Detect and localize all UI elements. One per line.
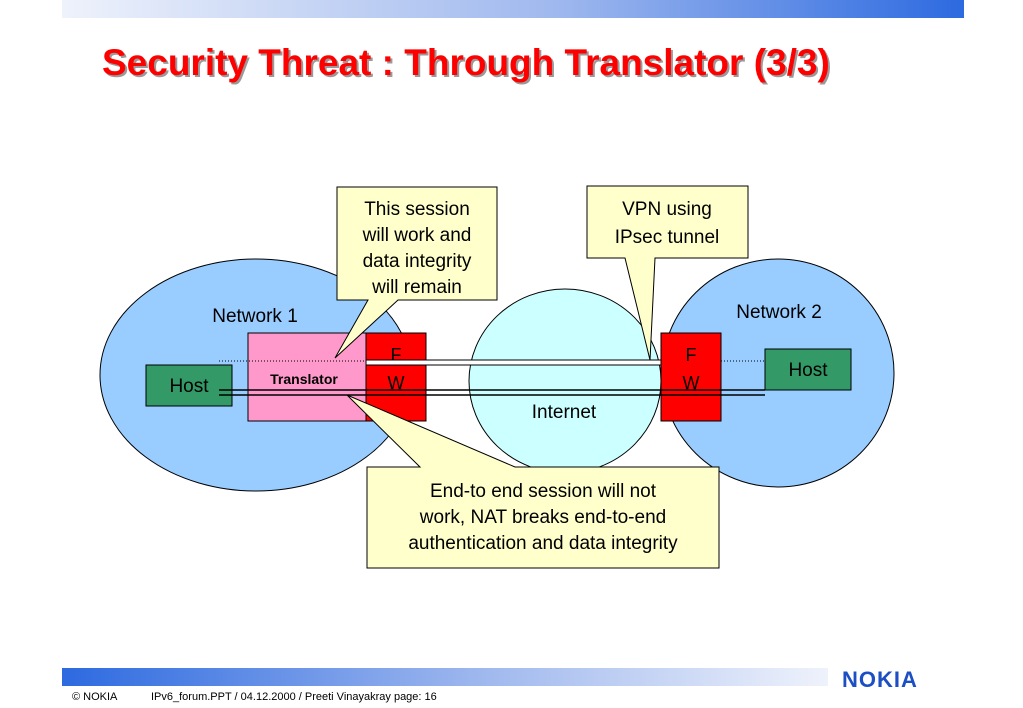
callout-session-line4: will remain xyxy=(371,277,462,298)
network-2-label: Network 2 xyxy=(736,302,822,323)
nokia-logo: NOKIA xyxy=(842,667,918,692)
slide-title: Security Threat : Through Translator (3/… xyxy=(102,42,830,83)
host-1-box xyxy=(145,364,233,407)
footer-doc-info: IPv6_forum.PPT / 04.12.2000 / Preeti Vin… xyxy=(151,691,437,703)
callout-vpn-shape xyxy=(586,185,749,361)
firewall-2-box xyxy=(660,332,722,422)
callout-nat-line3: authentication and data integrity xyxy=(408,533,678,554)
host-2-box xyxy=(764,348,852,391)
top-gradient-bar xyxy=(62,0,964,18)
callout-nat-shape xyxy=(346,394,720,569)
host-2-label: Host xyxy=(788,360,828,381)
callout-session-line3: data integrity xyxy=(363,251,472,272)
firewall-2-label-line1: F xyxy=(686,345,697,365)
callout-nat-line2: work, NAT breaks end-to-end xyxy=(419,507,666,528)
callout-session-line1: This session xyxy=(364,199,470,220)
callout-session-shape xyxy=(334,186,498,359)
callout-nat-line1: End-to end session will not xyxy=(430,481,657,502)
firewall-1-box xyxy=(365,332,427,422)
callout-session-line2: will work and xyxy=(362,225,472,246)
firewall-1-label-line2: W xyxy=(388,373,405,393)
network-1-label: Network 1 xyxy=(212,306,298,327)
host-1-label: Host xyxy=(169,376,209,397)
footer-copyright: © NOKIA xyxy=(72,691,118,703)
internet-label: Internet xyxy=(532,402,597,423)
ipsec-tunnel xyxy=(365,359,662,366)
internet-ellipse xyxy=(468,288,662,474)
bottom-gradient-bar xyxy=(62,668,828,686)
translator-label: Translator xyxy=(270,371,338,387)
callout-vpn-line2: IPsec tunnel xyxy=(615,227,720,248)
callout-vpn-line1: VPN using xyxy=(622,199,712,220)
firewall-2-label-line2: W xyxy=(683,373,700,393)
firewall-1-label-line1: F xyxy=(391,345,402,365)
